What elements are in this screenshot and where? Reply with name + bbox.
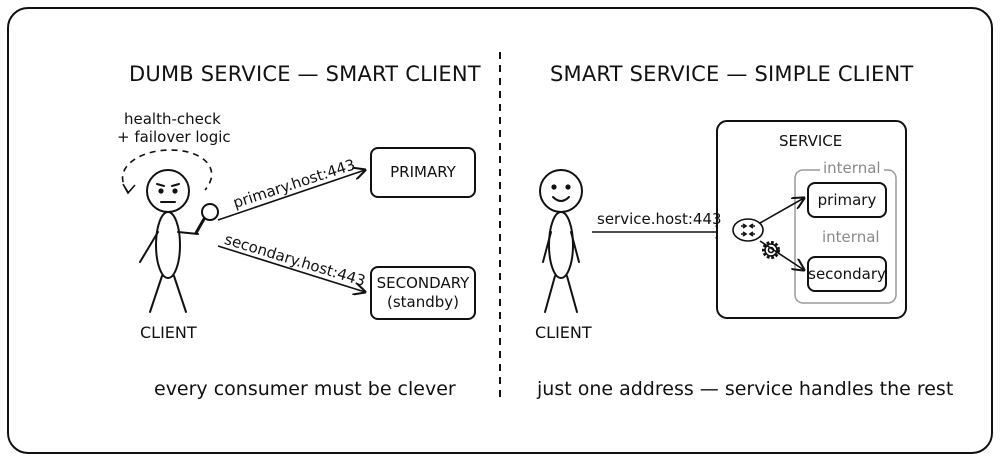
- failover-note-line1: health-check: [124, 110, 221, 128]
- internal-label-1: internal: [820, 161, 884, 176]
- left-client-figure: [139, 169, 199, 313]
- right-client-figure: [539, 169, 583, 313]
- failover-loop-arc: [121, 149, 213, 193]
- right-caption: just one address — service handles the r…: [537, 378, 954, 400]
- router-secondary-arrow: [759, 240, 804, 270]
- internal-secondary-box: secondary: [807, 256, 887, 292]
- primary-box: PRIMARY: [370, 147, 476, 198]
- router-icon: [732, 218, 764, 242]
- internal-primary-label: primary: [817, 190, 877, 209]
- left-title: DUMB SERVICE — SMART CLIENT: [129, 62, 481, 86]
- service-title: SERVICE: [779, 132, 843, 150]
- secondary-box-sublabel: (standby): [386, 293, 460, 311]
- service-edge-label: service.host:443: [597, 210, 722, 228]
- secondary-box-label: SECONDARY: [376, 274, 470, 293]
- failover-note-line2: + failover logic: [117, 128, 231, 146]
- left-client-label: CLIENT: [140, 323, 197, 342]
- left-caption: every consumer must be clever: [154, 378, 456, 400]
- primary-box-label: PRIMARY: [390, 163, 456, 182]
- right-title: SMART SERVICE — SIMPLE CLIENT: [550, 62, 914, 86]
- internal-secondary-label: secondary: [808, 264, 886, 283]
- secondary-box: SECONDARY (standby): [370, 266, 476, 320]
- magnifier-icon: [194, 203, 219, 235]
- internal-primary-box: primary: [807, 182, 887, 218]
- failover-loop-arrowhead: [122, 183, 136, 195]
- outer-frame: [7, 7, 993, 454]
- primary-arrow: [217, 170, 365, 221]
- internal-label-2: internal: [822, 228, 880, 246]
- router-primary-arrow: [759, 198, 804, 224]
- secondary-arrow: [217, 245, 365, 292]
- right-client-label: CLIENT: [535, 323, 592, 342]
